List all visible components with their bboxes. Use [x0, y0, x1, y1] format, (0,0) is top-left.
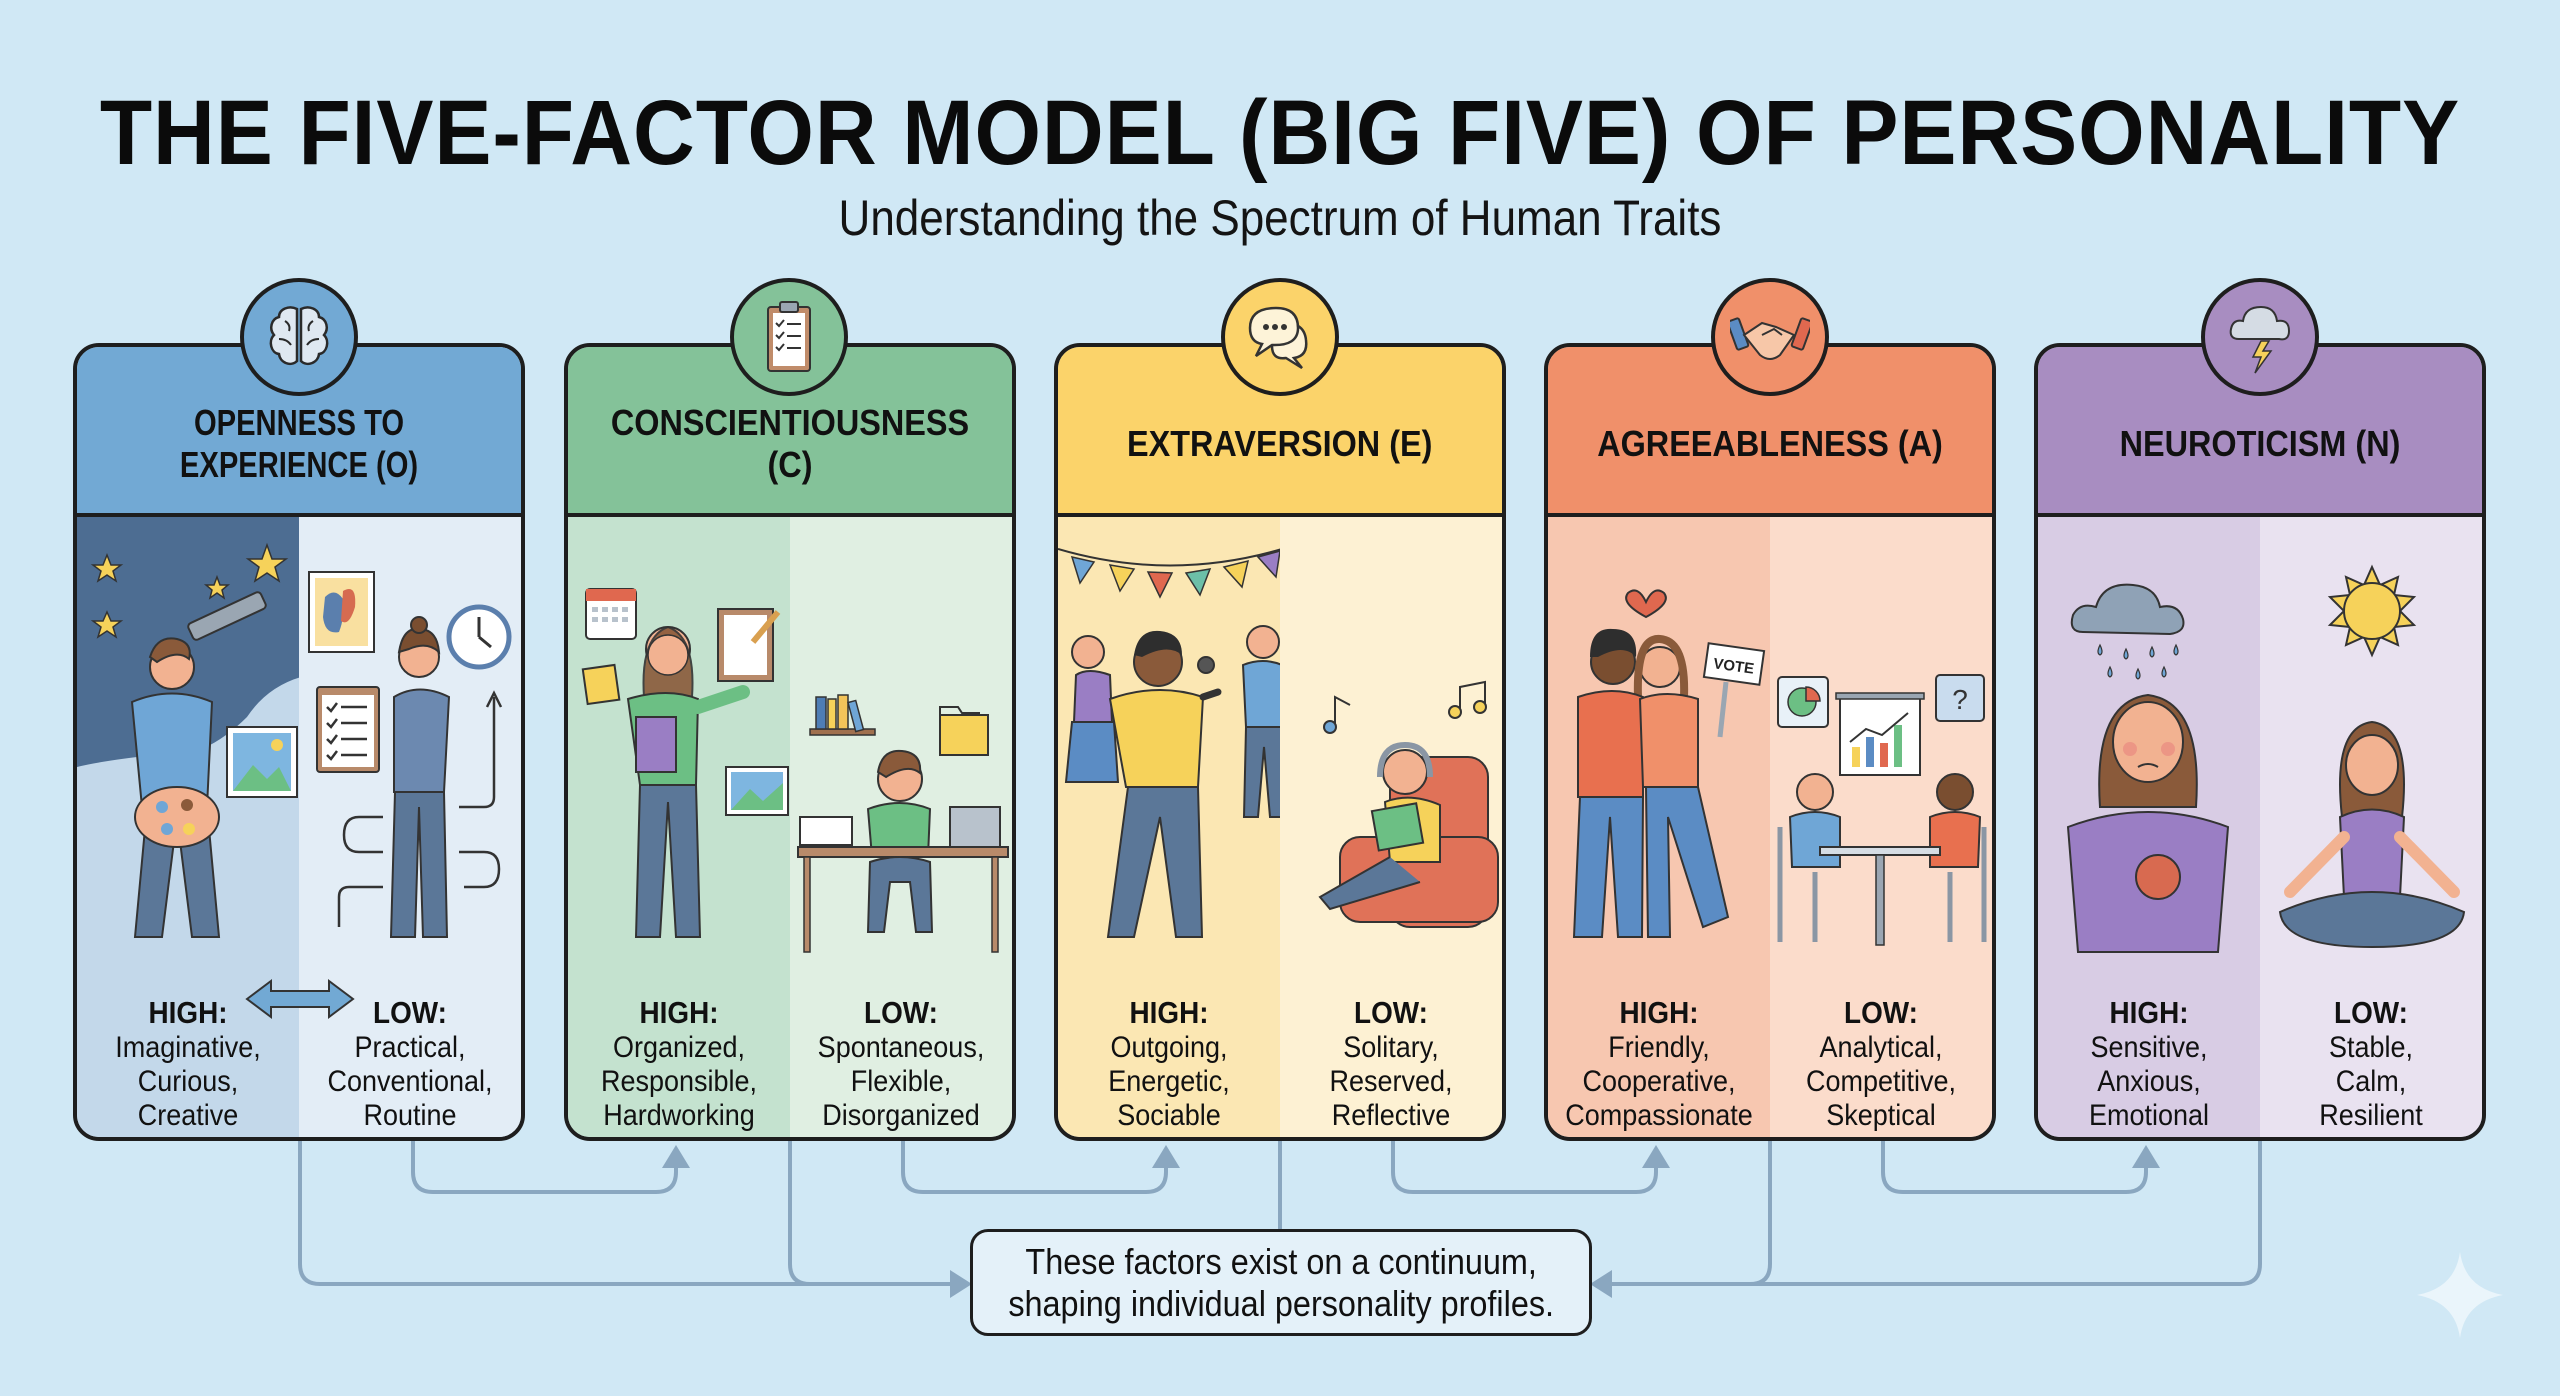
svg-text:?: ?	[1952, 684, 1968, 715]
extraversion-badge	[1221, 278, 1339, 396]
card-header: EXTRAVERSION (E)	[1058, 347, 1502, 517]
low-traits: LOW: Stable, Calm, Resilient	[2319, 995, 2423, 1132]
high-column: HIGH: Outgoing, Energetic, Sociable	[1058, 517, 1282, 1137]
handshake-icon	[1730, 317, 1810, 360]
low-column: LOW: Spontaneous, Flexible, Disorganized	[790, 517, 1012, 1137]
factor-card-extraversion: EXTRAVERSION (E)	[1054, 343, 1506, 1141]
agreeableness-badge	[1711, 278, 1829, 396]
double-arrow-icon	[245, 979, 355, 1019]
openness-high-illustration	[77, 517, 301, 938]
low-column: LOW: Practical, Conventional, Routine	[299, 517, 521, 1137]
factor-name: EXTRAVERSION (E)	[1127, 423, 1433, 464]
openness-badge	[240, 278, 358, 396]
high-traits: HIGH: Organized, Responsible, Hardworkin…	[600, 995, 758, 1132]
high-column: HIGH: Organized, Responsible, Hardworkin…	[568, 517, 790, 1137]
low-traits: LOW: Analytical, Competitive, Skeptical	[1805, 995, 1957, 1132]
page-title: THE FIVE-FACTOR MODEL (BIG FIVE) OF PERS…	[99, 82, 2461, 184]
neuroticism-low-illustration	[2278, 564, 2466, 949]
high-traits: HIGH: Imaginative, Curious, Creative	[115, 995, 261, 1132]
high-column: HIGH: Sensitive, Anxious, Emotional	[2038, 517, 2260, 1137]
agreeableness-low-illustration: ?	[1777, 674, 1987, 946]
continuum-note: These factors exist on a continuum, shap…	[970, 1229, 1592, 1336]
extraversion-low-illustration	[1318, 680, 1499, 928]
high-column: VOTE HIGH: Friendly, Cooperative, Compas…	[1548, 517, 1770, 1137]
factor-card-agreeableness: AGREEABLENESS (A) VOTE HIGH: Frien	[1544, 343, 1996, 1141]
low-traits: LOW: Spontaneous, Flexible, Disorganized	[817, 995, 985, 1132]
low-traits: LOW: Solitary, Reserved, Reflective	[1329, 995, 1453, 1132]
sparkle-icon	[2417, 1252, 2503, 1338]
high-traits: HIGH: Sensitive, Anxious, Emotional	[2088, 995, 2210, 1132]
svg-text:VOTE: VOTE	[1712, 655, 1755, 678]
openness-low-illustration	[308, 571, 512, 938]
storm-cloud-icon	[2229, 305, 2291, 374]
extraversion-high-illustration	[1058, 548, 1282, 938]
high-column: HIGH: Imaginative, Curious, Creative	[77, 517, 301, 1137]
factor-name: NEUROTICISM (N)	[2119, 423, 2401, 464]
factor-name: AGREEABLENESS (A)	[1597, 423, 1943, 464]
page-subtitle: Understanding the Spectrum of Human Trai…	[838, 190, 1722, 246]
low-column: LOW: Stable, Calm, Resilient	[2260, 517, 2482, 1137]
low-column: LOW: Solitary, Reserved, Reflective	[1280, 517, 1502, 1137]
low-column: ? LOW: Analytical, Competitive, Skeptica…	[1770, 517, 1992, 1137]
clipboard-checklist-icon	[767, 301, 811, 372]
factor-card-neuroticism: NEUROTICISM (N) HIGH: Sensitive,	[2034, 343, 2486, 1141]
speech-bubbles-icon	[1248, 306, 1308, 370]
factor-name: CONSCIENTIOUSNESS (C)	[610, 402, 970, 485]
low-traits: LOW: Practical, Conventional, Routine	[327, 995, 493, 1132]
agreeableness-high-illustration: VOTE	[1572, 589, 1766, 938]
conscientiousness-low-illustration	[797, 694, 1009, 953]
neuroticism-badge	[2201, 278, 2319, 396]
neuroticism-high-illustration	[2066, 583, 2230, 953]
conscientiousness-badge	[730, 278, 848, 396]
high-traits: HIGH: Friendly, Cooperative, Compassiona…	[1565, 995, 1753, 1132]
high-traits: HIGH: Outgoing, Energetic, Sociable	[1108, 995, 1230, 1132]
brain-icon	[269, 306, 329, 366]
conscientiousness-high-illustration	[581, 588, 789, 938]
